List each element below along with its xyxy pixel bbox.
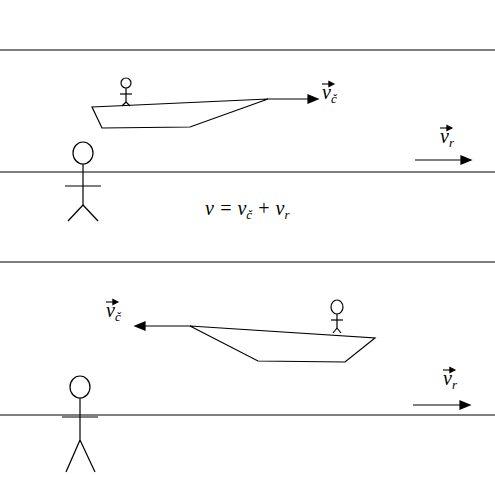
velocity-arrow: [142, 325, 190, 326]
velocity-arrow: [268, 98, 312, 99]
current-arrow: [413, 404, 463, 405]
velocity-label: vr: [443, 366, 457, 393]
boat: [92, 99, 268, 128]
velocity-label: vč: [322, 80, 337, 107]
velocity-label: vr: [440, 124, 454, 151]
river-bank: [0, 414, 495, 415]
river-bank: [0, 49, 495, 50]
current-arrow: [415, 159, 464, 160]
arrow-head: [135, 322, 145, 330]
boat-person: [331, 300, 343, 333]
velocity-label: v = vč + vr: [205, 196, 290, 223]
boat: [190, 326, 375, 362]
bank-person: [65, 142, 101, 221]
river-bank: [0, 261, 495, 262]
arrow-head: [308, 95, 318, 103]
river-bank: [0, 171, 495, 172]
arrow-head: [461, 156, 471, 164]
arrow-head: [460, 401, 470, 409]
velocity-label: vč: [106, 298, 121, 325]
bank-person: [62, 376, 98, 472]
boat-person: [120, 78, 132, 106]
